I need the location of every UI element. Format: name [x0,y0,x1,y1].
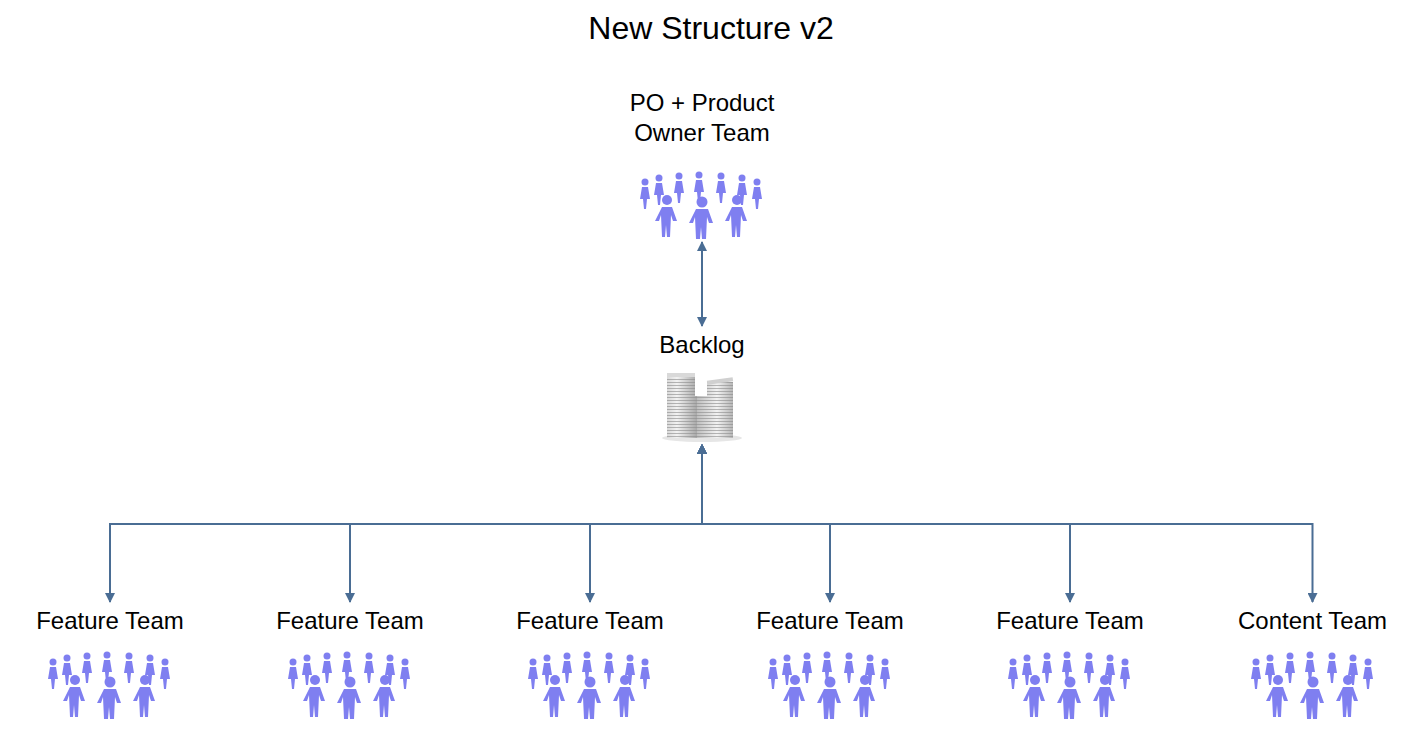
team-node: Feature Team [270,606,430,720]
team-node: Feature Team [510,606,670,720]
node-label: Backlog [658,330,746,360]
connector-arrow [701,242,703,326]
connector-arrow [110,445,702,602]
people-icon [285,650,415,720]
connector-arrow [590,445,702,602]
people-icon [1005,650,1135,720]
people-icon [525,650,655,720]
node-label: Feature Team [755,606,905,636]
node-label: Feature Team [515,606,665,636]
node-label: Feature Team [995,606,1145,636]
connector-arrow [350,445,702,602]
node-label: Content Team [1237,606,1388,636]
people-icon [1248,650,1378,720]
team-node: Feature Team [30,606,190,720]
node-label: PO + Product Owner Team [612,88,792,148]
team-node: PO + Product Owner Team [606,88,798,240]
node-label: Feature Team [35,606,185,636]
team-node: Feature Team [990,606,1150,720]
paper-stack-icon [657,368,747,443]
people-icon [637,170,767,240]
team-node: Content Team [1232,606,1393,720]
people-icon [45,650,175,720]
backlog-node: Backlog [632,330,772,443]
people-icon [765,650,895,720]
connector-arrow [702,445,1313,602]
node-label: Feature Team [275,606,425,636]
team-node: Feature Team [750,606,910,720]
diagram-title: New Structure v2 [0,10,1422,47]
